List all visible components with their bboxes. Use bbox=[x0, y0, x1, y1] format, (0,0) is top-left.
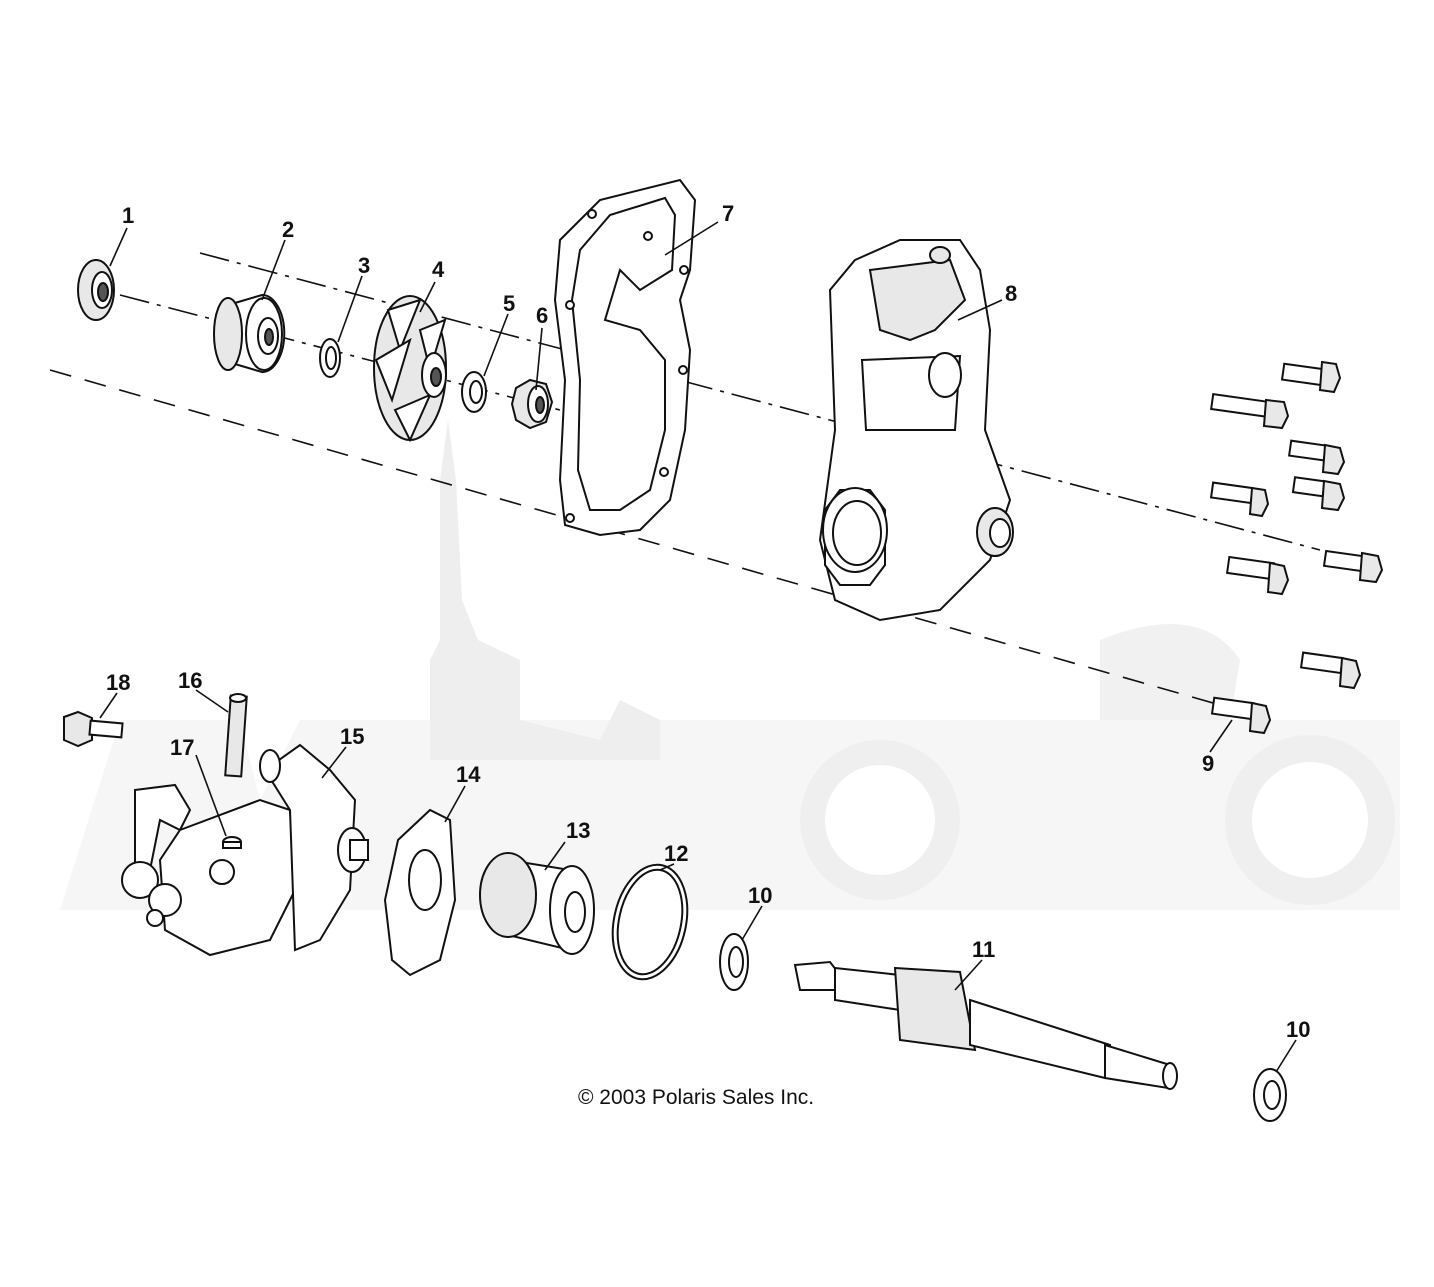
bolt bbox=[1291, 476, 1346, 512]
part-screw bbox=[63, 710, 124, 748]
callout-13: 13 bbox=[566, 818, 590, 843]
callout-6: 6 bbox=[536, 303, 548, 328]
part-impeller bbox=[373, 295, 447, 443]
callout-10b: 10 bbox=[1286, 1017, 1310, 1042]
part-oil-pump bbox=[121, 743, 369, 957]
bolt bbox=[1210, 696, 1272, 735]
part-bearing bbox=[213, 293, 286, 374]
part-bushing bbox=[479, 852, 595, 955]
bolt bbox=[1280, 360, 1342, 394]
part-bolts bbox=[1209, 360, 1384, 735]
part-seal bbox=[77, 259, 115, 321]
bolt bbox=[1225, 555, 1290, 596]
part-washer bbox=[461, 371, 487, 413]
part-pump-cover bbox=[818, 239, 1014, 622]
bolt bbox=[1209, 481, 1270, 518]
part-washer-small bbox=[319, 338, 341, 378]
part-thrust-washer-2 bbox=[1253, 1068, 1287, 1122]
callout-12: 12 bbox=[664, 841, 688, 866]
callout-9: 9 bbox=[1202, 751, 1214, 776]
callout-10a: 10 bbox=[748, 883, 772, 908]
part-clamp bbox=[222, 836, 242, 849]
part-oil-pump-gasket bbox=[383, 808, 457, 977]
leader-lines bbox=[99, 221, 1297, 1073]
part-pump-shaft bbox=[793, 960, 1178, 1090]
callout-18: 18 bbox=[106, 670, 130, 695]
callout-labels: 1 2 3 4 5 6 7 8 9 10 10 11 12 13 14 15 1… bbox=[106, 201, 1310, 1042]
callout-1: 1 bbox=[122, 203, 134, 228]
callout-4: 4 bbox=[432, 257, 445, 282]
callout-17: 17 bbox=[170, 735, 194, 760]
callout-2: 2 bbox=[282, 217, 294, 242]
callout-8: 8 bbox=[1005, 281, 1017, 306]
callout-16: 16 bbox=[178, 668, 202, 693]
callout-14: 14 bbox=[456, 762, 481, 787]
copyright-notice: © 2003 Polaris Sales Inc. bbox=[578, 1086, 814, 1109]
bolt bbox=[1322, 549, 1384, 584]
part-nut bbox=[510, 378, 554, 430]
callout-11: 11 bbox=[972, 937, 995, 962]
callout-3: 3 bbox=[358, 253, 370, 278]
bolt bbox=[1287, 439, 1346, 476]
bolt bbox=[1210, 393, 1290, 430]
part-tube bbox=[224, 693, 248, 778]
callout-7: 7 bbox=[722, 201, 734, 226]
part-o-ring bbox=[611, 863, 689, 981]
part-gasket-cover bbox=[553, 178, 697, 537]
callout-15: 15 bbox=[340, 724, 364, 749]
part-thrust-washer-1 bbox=[719, 933, 749, 991]
bolt bbox=[1299, 651, 1362, 690]
callout-5: 5 bbox=[503, 291, 515, 316]
